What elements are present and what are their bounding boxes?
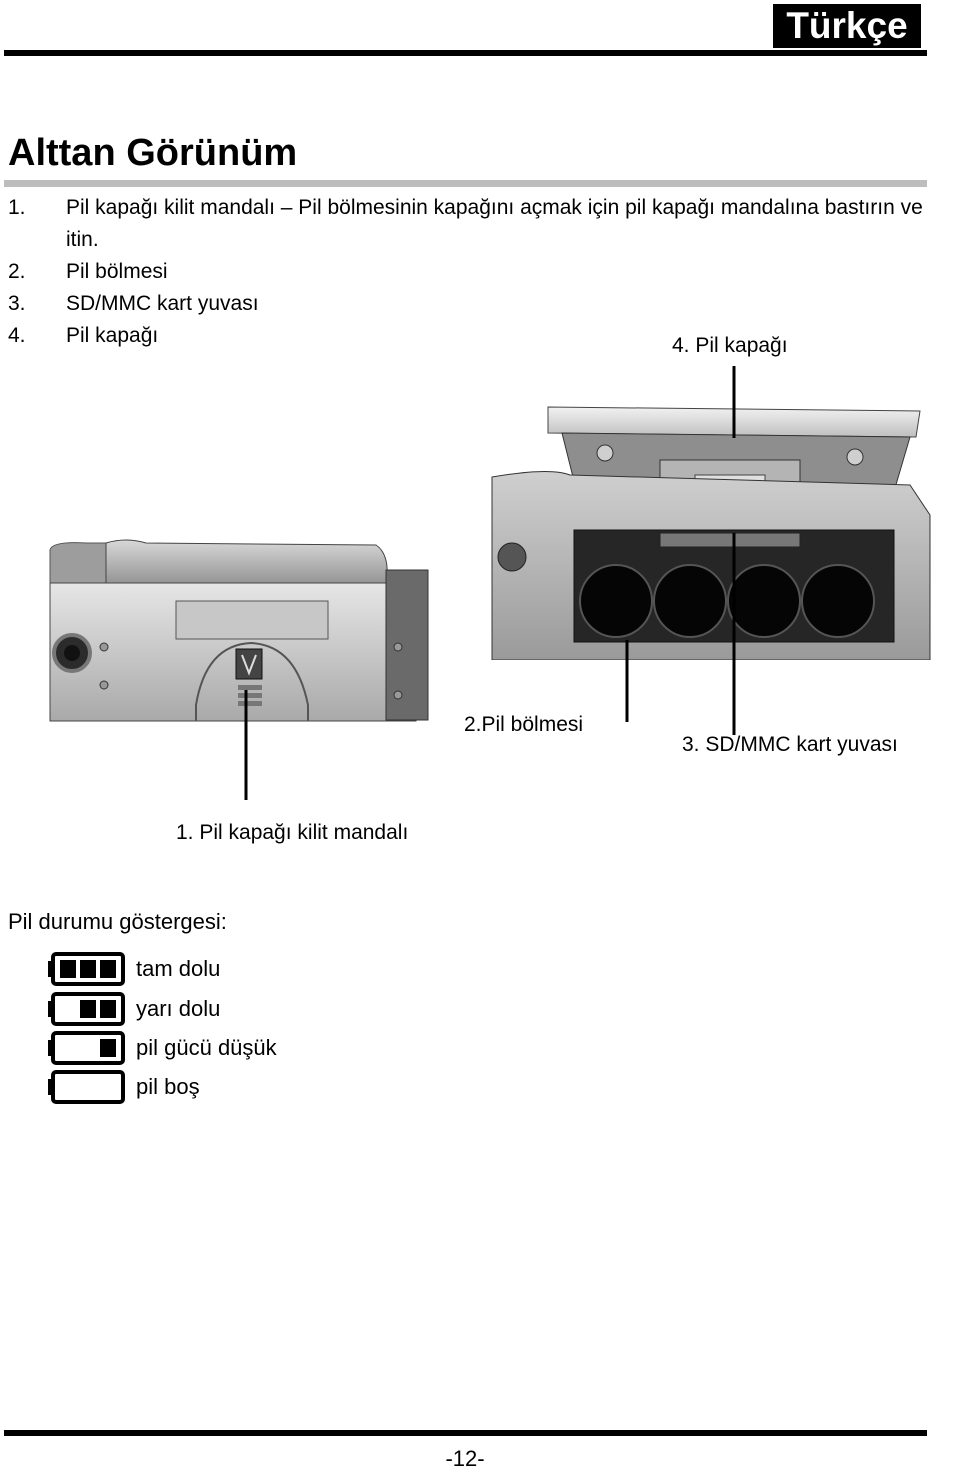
- list-item: 2. Pil bölmesi: [8, 256, 938, 288]
- list-item: 3. SD/MMC kart yuvası: [8, 288, 938, 320]
- list-item-number: 2.: [8, 260, 26, 283]
- page-number: -12-: [445, 1446, 485, 1471]
- list-item-text: Pil kapağı kilit mandalı – Pil bölmesini…: [66, 196, 923, 251]
- battery-status-label: pil gücü düşük: [136, 1035, 277, 1060]
- list-item-number: 1.: [8, 196, 26, 219]
- list-item-text: Pil bölmesi: [66, 260, 168, 283]
- callout-latch: 1. Pil kapağı kilit mandalı: [176, 821, 409, 844]
- callout-compartment: 2.Pil bölmesi: [464, 713, 584, 736]
- parts-list: 1. Pil kapağı kilit mandalı – Pil bölmesi…: [8, 192, 938, 352]
- language-badge: Türkçe: [773, 4, 921, 48]
- battery-compartment-photo: [491, 406, 931, 660]
- header-rule: [4, 50, 927, 56]
- battery-status-row: pil gücü düşük: [46, 1031, 277, 1065]
- list-item-number: 4.: [8, 324, 26, 347]
- battery-empty-icon: [48, 1070, 125, 1104]
- callout-lines: [244, 366, 736, 800]
- battery-status-row: tam dolu: [46, 952, 220, 986]
- battery-status-row: yarı dolu: [46, 992, 220, 1026]
- battery-low-icon: [48, 1031, 125, 1065]
- title-underline: [4, 180, 927, 187]
- list-item-number: 3.: [8, 292, 26, 315]
- list-item: 1. Pil kapağı kilit mandalı – Pil bölmesi…: [8, 192, 938, 256]
- battery-heading: Pil durumu göstergesi:: [8, 909, 227, 934]
- battery-full-icon: [48, 952, 125, 986]
- battery-status-label: yarı dolu: [136, 996, 221, 1021]
- list-item-text: Pil kapağı: [66, 324, 159, 347]
- camera-bottom-photo: [49, 539, 429, 722]
- battery-status-label: tam dolu: [136, 956, 221, 981]
- list-item: 4. Pil kapağı: [8, 320, 938, 352]
- footer-rule: [4, 1430, 927, 1436]
- section-title: Alttan Görünüm: [8, 132, 298, 174]
- list-item-text: SD/MMC kart yuvası: [66, 292, 259, 315]
- battery-status-row: pil boş: [46, 1070, 200, 1104]
- battery-half-icon: [48, 992, 125, 1026]
- callout-cover: 4. Pil kapağı: [672, 334, 788, 357]
- callout-slot: 3. SD/MMC kart yuvası: [682, 733, 898, 756]
- battery-status-label: pil boş: [136, 1074, 200, 1099]
